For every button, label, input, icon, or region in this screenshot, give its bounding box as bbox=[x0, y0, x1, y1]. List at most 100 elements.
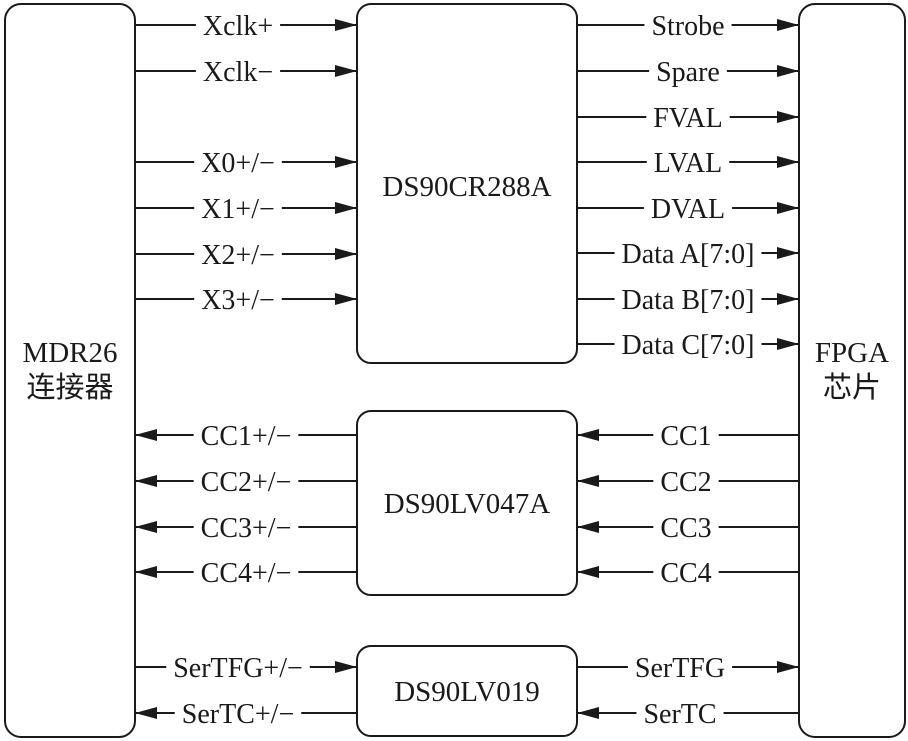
signal-x3-in: X3+/− bbox=[135, 285, 357, 316]
signal-sertc-ser-fpga-in: SerTC bbox=[577, 699, 799, 730]
signal-cc4-cc-out: CC4+/− bbox=[135, 558, 357, 589]
signal-cc2-cc-out: CC2+/− bbox=[135, 467, 357, 498]
signal-label: SerTFG bbox=[635, 653, 725, 684]
ds90cr288a-block: DS90CR288A bbox=[356, 3, 578, 364]
label-gap bbox=[174, 707, 302, 719]
label-gap bbox=[653, 521, 719, 533]
arrow-right-icon bbox=[777, 19, 799, 31]
signal-label: Data A[7:0] bbox=[622, 239, 755, 270]
arrow-right-icon bbox=[335, 293, 357, 305]
arrow-left-icon bbox=[135, 429, 157, 441]
signal-x2-in: X2+/− bbox=[135, 240, 357, 271]
arrow-left-icon bbox=[135, 521, 157, 533]
signal-label: Data B[7:0] bbox=[622, 285, 755, 316]
arrow-left-icon bbox=[135, 475, 157, 487]
arrow-right-icon bbox=[777, 111, 799, 123]
signal-spare-out: Spare bbox=[577, 57, 799, 88]
ds90lv019-label: DS90LV019 bbox=[394, 676, 540, 708]
signal-label: SerTC bbox=[643, 699, 716, 730]
arrow-right-icon bbox=[777, 661, 799, 673]
label-gap bbox=[653, 429, 719, 441]
label-gap bbox=[614, 338, 762, 350]
label-gap bbox=[627, 661, 733, 673]
arrow-left-icon bbox=[577, 475, 599, 487]
arrow-left-icon bbox=[135, 707, 157, 719]
signal-label: DVAL bbox=[651, 194, 725, 225]
ds90lv047a-label: DS90LV047A bbox=[384, 488, 551, 520]
ds90lv019-block: DS90LV019 bbox=[356, 645, 578, 737]
signal-sertc-ser-out: SerTC+/− bbox=[135, 699, 357, 730]
label-gap bbox=[646, 111, 730, 123]
label-gap bbox=[653, 475, 719, 487]
label-gap bbox=[193, 429, 299, 441]
label-gap bbox=[194, 156, 282, 168]
signal-label: CC4 bbox=[660, 558, 711, 589]
label-gap bbox=[193, 521, 299, 533]
arrow-right-icon bbox=[777, 293, 799, 305]
signal-dval-out: DVAL bbox=[577, 194, 799, 225]
ds90cr288a-label: DS90CR288A bbox=[382, 171, 551, 203]
label-gap bbox=[644, 19, 732, 31]
arrow-right-icon bbox=[777, 202, 799, 214]
signal-sertfg-ser-in: SerTFG+/− bbox=[135, 653, 357, 684]
signal-cc1-cc-in: CC1 bbox=[577, 421, 799, 452]
signal-label: Data C[7:0] bbox=[622, 330, 755, 361]
label-gap bbox=[195, 19, 281, 31]
signal-label: X3+/− bbox=[201, 285, 275, 316]
signal-strobe-out: Strobe bbox=[577, 11, 799, 42]
arrow-right-icon bbox=[777, 156, 799, 168]
signal-label: X0+/− bbox=[201, 148, 275, 179]
signal-label: CC4+/− bbox=[201, 558, 292, 589]
signal-label: Xclk+ bbox=[203, 11, 273, 42]
signal-x1-in: X1+/− bbox=[135, 194, 357, 225]
signal-sertfg-ser-fpga: SerTFG bbox=[577, 653, 799, 684]
signal-label: Xclk− bbox=[203, 57, 273, 88]
arrow-right-icon bbox=[335, 156, 357, 168]
label-gap bbox=[194, 202, 282, 214]
signal-label: FVAL bbox=[653, 103, 723, 134]
arrow-left-icon bbox=[577, 521, 599, 533]
connector-label-line1: MDR26 bbox=[22, 337, 117, 369]
signal-data-c-7-0-out: Data C[7:0] bbox=[577, 330, 799, 361]
label-gap bbox=[636, 707, 724, 719]
arrow-right-icon bbox=[335, 661, 357, 673]
label-gap bbox=[653, 566, 719, 578]
label-gap bbox=[643, 202, 733, 214]
label-gap bbox=[166, 661, 310, 673]
signal-lval-out: LVAL bbox=[577, 148, 799, 179]
ds90cr288a-box bbox=[356, 3, 578, 364]
fpga-label-line2: 芯片 bbox=[823, 371, 881, 404]
signal-data-a-7-0-out: Data A[7:0] bbox=[577, 239, 799, 270]
signal-cc2-cc-in: CC2 bbox=[577, 467, 799, 498]
signal-label: SerTC+/− bbox=[182, 699, 294, 730]
arrow-right-icon bbox=[777, 247, 799, 259]
ds90lv047a-block: DS90LV047A bbox=[356, 410, 578, 596]
arrow-left-icon bbox=[577, 566, 599, 578]
label-gap bbox=[193, 566, 299, 578]
signal-cc3-cc-out: CC3+/− bbox=[135, 513, 357, 544]
arrow-right-icon bbox=[335, 248, 357, 260]
signal-x0-in: X0+/− bbox=[135, 148, 357, 179]
signal-label: LVAL bbox=[654, 148, 722, 179]
mdr26-connector-box bbox=[4, 3, 136, 738]
arrow-left-icon bbox=[577, 429, 599, 441]
label-gap bbox=[614, 247, 762, 259]
mdr26-connector-block: MDR26 连接器 bbox=[4, 3, 136, 738]
label-gap bbox=[614, 293, 762, 305]
arrow-right-icon bbox=[335, 19, 357, 31]
signal-wires: Xclk+ Xclk− X0+/− X1+/− X2+/− X3+/− StrobeSpar… bbox=[135, 11, 799, 730]
signal-data-b-7-0-out: Data B[7:0] bbox=[577, 285, 799, 316]
signal-label: X2+/− bbox=[201, 240, 275, 271]
signal-label: SerTFG+/− bbox=[173, 653, 303, 684]
signal-label: CC1 bbox=[660, 421, 711, 452]
label-gap bbox=[194, 248, 282, 260]
ds90lv047a-box bbox=[356, 410, 578, 596]
signal-cc1-cc-out: CC1+/− bbox=[135, 421, 357, 452]
arrow-left-icon bbox=[577, 707, 599, 719]
signal-label: Spare bbox=[656, 57, 720, 88]
arrow-right-icon bbox=[335, 202, 357, 214]
arrow-right-icon bbox=[335, 65, 357, 77]
signal-xclk-in: Xclk− bbox=[135, 57, 357, 88]
label-gap bbox=[194, 293, 282, 305]
signal-cc4-cc-in: CC4 bbox=[577, 558, 799, 589]
